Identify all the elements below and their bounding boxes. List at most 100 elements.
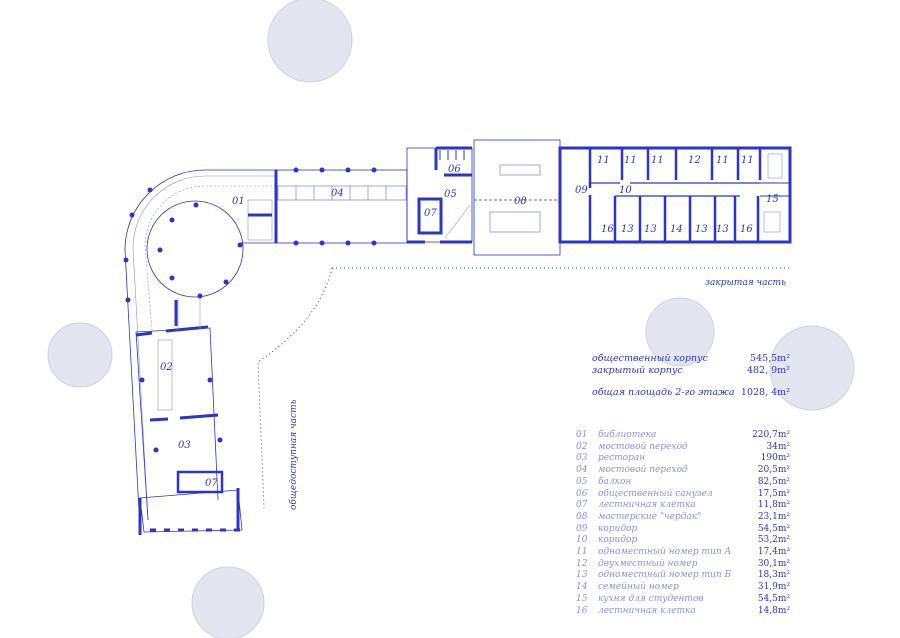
legend-name: одноместный номер тип Б [598, 570, 732, 581]
legend-name: двухместный номер [598, 558, 698, 569]
summary-label: общественный корпус [592, 353, 708, 364]
legend-number: 02 [576, 441, 588, 452]
summary-label: общая площадь 2-го этажа [592, 387, 735, 398]
room-label-11: 11 [597, 155, 610, 166]
tree-icon [47, 322, 113, 388]
legend-area: 17,4m² [757, 547, 790, 557]
legend-row: 01 библиотека 220,7m² [576, 430, 790, 442]
legend-name: мостовой переход [598, 465, 688, 476]
legend-row: 10 коридор 53,2m² [576, 535, 790, 547]
legend-area: 17,5m² [757, 488, 790, 499]
tree-icon [645, 297, 715, 367]
summary-row: общественный корпус 545,5m² [592, 353, 790, 364]
legend-number: 04 [576, 465, 588, 476]
room-label-05: 05 [444, 189, 457, 200]
legend-number: 12 [576, 558, 588, 569]
room-label-11: 11 [651, 155, 664, 166]
room-label-07: 07 [424, 208, 437, 219]
tree-icon [769, 325, 855, 411]
room-labels: 01 02 03 04 05 06 07 07 08 09 10 11 11 1… [160, 155, 779, 489]
legend-area: 14,8m² [757, 605, 790, 616]
legend-number: 16 [576, 605, 588, 616]
legend-row: 07 лестничная клетка 11,8m² [576, 500, 790, 512]
room-label-16: 16 [601, 224, 614, 235]
legend-name: одноместный номер тип А [598, 547, 732, 557]
library-wing [124, 169, 278, 531]
legend-name: коридор [598, 535, 638, 546]
legend-row: 13 одноместный номер тип Б 18,3m² [576, 570, 790, 582]
bridge-04 [275, 169, 408, 244]
room-label-13: 13 [621, 224, 634, 235]
legend-area: 34m² [766, 441, 790, 452]
legend-area: 82,5m² [757, 476, 790, 487]
legend-name: мастерские "чердак" [598, 511, 702, 522]
legend-number: 08 [576, 511, 588, 522]
zone-boundaries [257, 267, 792, 509]
room-label-11: 11 [741, 155, 754, 166]
legend-area: 220,7m² [752, 430, 790, 440]
legend-name: кухня для студентов [598, 593, 704, 604]
legend-name: лестничная клетка [598, 500, 696, 511]
legend-row: 04 мостовой переход 20,5m² [576, 465, 790, 477]
room-label-07: 07 [205, 478, 218, 489]
legend-row: 02 мостовой переход 34m² [576, 442, 790, 454]
summary-value: 482, 9m² [746, 365, 790, 376]
legend-name: ресторан [598, 453, 646, 464]
legend-row: 06 общественный санузел 17,5m² [576, 489, 790, 501]
legend-number: 03 [576, 453, 588, 464]
balcony-block [406, 146, 473, 244]
summary-value: 545,5m² [749, 353, 790, 364]
legend-area: 53,2m² [757, 535, 790, 546]
legend-number: 07 [576, 500, 588, 511]
residential-block [558, 146, 792, 244]
room-label-01: 01 [232, 196, 245, 207]
room-label-04: 04 [331, 188, 344, 199]
legend-number: 10 [576, 535, 588, 546]
legend-area: 18,3m² [757, 570, 790, 581]
room-label-14: 14 [670, 224, 683, 235]
legend-name: мостовой переход [598, 441, 688, 452]
summary-label: закрытый корпус [592, 365, 683, 376]
legend-name: семейный номер [598, 582, 679, 593]
room-label-08: 08 [514, 196, 527, 207]
room-label-02: 02 [160, 362, 173, 373]
legend-area: 54,5m² [757, 523, 790, 534]
room-label-11: 11 [716, 155, 729, 166]
legend-number: 01 [576, 430, 588, 440]
columns [123, 167, 377, 453]
legend-row: 08 мастерские "чердак" 23,1m² [576, 512, 790, 524]
legend-name: общественный санузел [598, 488, 713, 499]
room-label-13: 13 [644, 224, 657, 235]
legend-area: 11,8m² [757, 500, 790, 511]
legend-name: библиотека [598, 430, 657, 440]
legend-name: коридор [598, 523, 638, 534]
public-part-label: общедоступная часть [288, 399, 299, 510]
legend-row: 12 двухместный номер 30,1m² [576, 559, 790, 571]
legend-number: 06 [576, 488, 588, 499]
public-zone-line [257, 267, 333, 509]
legend-row: 05 балкон 82,5m² [576, 477, 790, 489]
legend-area: 23,1m² [757, 511, 790, 522]
legend-number: 05 [576, 476, 588, 487]
legend-name: балкон [598, 476, 632, 487]
legend-area: 20,5m² [757, 465, 790, 476]
room-label-09: 09 [575, 185, 588, 196]
room-label-06: 06 [448, 164, 461, 175]
tree-icon [267, 0, 353, 83]
tree-icon [191, 566, 265, 638]
summary-row: закрытый корпус 482, 9m² [592, 365, 790, 376]
room-label-13: 13 [695, 224, 708, 235]
legend-area: 30,1m² [757, 558, 790, 569]
legend-number: 13 [576, 570, 588, 581]
legend-number: 15 [576, 593, 588, 604]
legend-number: 09 [576, 523, 588, 534]
legend-area: 190m² [760, 453, 790, 464]
room-label-11: 11 [624, 155, 637, 166]
